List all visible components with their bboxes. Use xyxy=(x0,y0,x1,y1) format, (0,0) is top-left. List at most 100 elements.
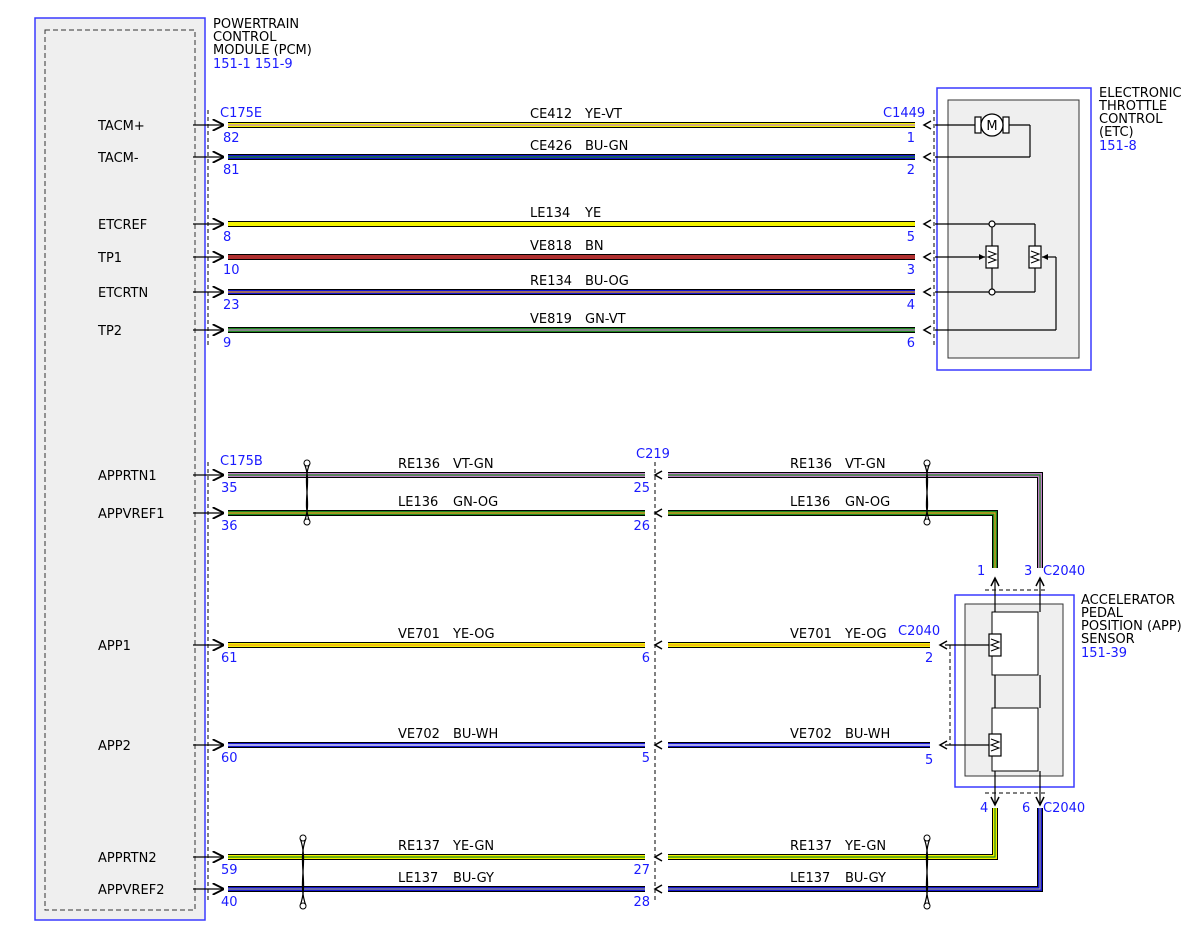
circuit-label-left: LE136 xyxy=(398,495,438,510)
connector-boundaries xyxy=(207,110,935,900)
etc-title-line-3: CONTROL xyxy=(1099,112,1163,127)
app-potentiometer-1 xyxy=(988,633,1002,657)
pcm-title-line-2: CONTROL xyxy=(213,30,277,45)
c219-arrow-4 xyxy=(653,852,663,862)
wire-re136 xyxy=(228,472,1043,568)
circuit-label-right: LE137 xyxy=(790,871,830,886)
app-title-line-2: PEDAL xyxy=(1081,606,1124,621)
etc-pin-number: 1 xyxy=(907,131,915,146)
c219-arrow-0 xyxy=(653,470,663,480)
color-code-label: YE xyxy=(584,206,601,221)
app-pin-arrow-6 xyxy=(1035,796,1045,807)
pcm-pin-number: 82 xyxy=(223,131,240,146)
circuit-label: CE426 xyxy=(530,139,572,154)
color-code-label: BU-OG xyxy=(585,274,629,289)
pcm-title-line-1: POWERTRAIN xyxy=(213,17,299,32)
circuit-label: LE134 xyxy=(530,206,570,221)
pcm-pin-number: 10 xyxy=(223,263,240,278)
signal-label-apprtn2: APPRTN2 xyxy=(98,851,157,866)
connector-labels: C175E C1449 C175B C219 C2040 C2040 C2040 xyxy=(220,106,1085,816)
pcm-title: POWERTRAIN CONTROL MODULE (PCM) 151-1 15… xyxy=(213,17,312,72)
pcm-pin-number: 81 xyxy=(223,163,240,178)
signal-label-app1: APP1 xyxy=(98,639,131,654)
color-code-label-right: BU-GY xyxy=(845,871,886,886)
c219-arrow-5 xyxy=(653,884,663,894)
color-code-label: GN-VT xyxy=(585,312,626,327)
etc-pin-number: 2 xyxy=(907,163,915,178)
circuit-label-right: RE137 xyxy=(790,839,832,854)
connector-c1449: C1449 xyxy=(883,106,925,121)
etc-internals xyxy=(935,124,1057,331)
color-code-label-right: GN-OG xyxy=(845,495,890,510)
circuit-label: VE819 xyxy=(530,312,572,327)
connector-c219: C219 xyxy=(636,447,670,462)
etc-junction-dots xyxy=(988,220,996,296)
app-title-line-3: POSITION (APP) xyxy=(1081,619,1182,634)
etc-pin-number: 4 xyxy=(907,298,915,313)
circuit-label: RE134 xyxy=(530,274,572,289)
c219-pin-number: 5 xyxy=(642,751,650,766)
app-title-line-1: ACCELERATOR xyxy=(1081,593,1175,608)
circuit-label-left: RE136 xyxy=(398,457,440,472)
connector-c2040-bottom: C2040 xyxy=(1043,801,1085,816)
twisted-pair-marker-4 xyxy=(923,834,931,910)
app-pin-arrow-5 xyxy=(938,740,948,750)
twisted-pair-marker-2 xyxy=(923,459,931,526)
wire-layer xyxy=(193,121,1045,910)
etc-pin-arrow-5 xyxy=(922,325,932,335)
etc-title: ELECTRONIC THROTTLE CONTROL (ETC) 151-8 xyxy=(1098,86,1182,154)
pcm-pin-number: 8 xyxy=(223,230,231,245)
motor-icon: M xyxy=(986,119,997,134)
pcm-pin-number: 59 xyxy=(221,863,238,878)
etc-pin-arrow-2 xyxy=(922,219,932,229)
connector-c175b: C175B xyxy=(220,454,263,469)
circuit-label-left: VE702 xyxy=(398,727,440,742)
circuit-label-left: RE137 xyxy=(398,839,440,854)
etc-title-line-2: THROTTLE xyxy=(1098,99,1167,114)
signal-label-tacm+: TACM+ xyxy=(97,119,145,134)
signal-label-tp2: TP2 xyxy=(97,324,122,339)
color-code-label: BN xyxy=(585,239,604,254)
app-pin-number: 2 xyxy=(925,651,933,666)
signal-label-appvref1: APPVREF1 xyxy=(98,507,164,522)
circuit-label: VE818 xyxy=(530,239,572,254)
pcm-pin-number: 35 xyxy=(221,481,238,496)
connector-c175e: C175E xyxy=(220,106,262,121)
circuit-label: CE412 xyxy=(530,107,572,122)
circuit-label-left: VE701 xyxy=(398,627,440,642)
wire-le136 xyxy=(228,510,998,568)
app-sensor-module xyxy=(954,594,1075,788)
circuit-label-right: VE701 xyxy=(790,627,832,642)
pcm-pin-number: 40 xyxy=(221,895,238,910)
signal-label-tacm-: TACM- xyxy=(97,151,139,166)
app-pin-number: 1 xyxy=(977,564,985,579)
app-pin-number: 5 xyxy=(925,753,933,768)
color-code-label-left: BU-GY xyxy=(453,871,494,886)
app-pin-arrow-4 xyxy=(990,796,1000,807)
etc-pin-arrow-1 xyxy=(922,152,932,162)
app-pin-number: 6 xyxy=(1022,801,1030,816)
app-internals xyxy=(945,578,1045,805)
signal-label-etcrtn: ETCRTN xyxy=(98,286,148,301)
color-code-label-right: VT-GN xyxy=(845,457,886,472)
signal-label-apprtn1: APPRTN1 xyxy=(98,469,157,484)
c219-pin-number: 27 xyxy=(633,863,650,878)
etc-pin-arrow-3 xyxy=(922,252,932,262)
twisted-pair-marker-3 xyxy=(299,834,307,910)
etc-potentiometer-2 xyxy=(1028,245,1048,269)
etc-pin-number: 5 xyxy=(907,230,915,245)
color-code-label: BU-GN xyxy=(585,139,628,154)
signal-label-appvref2: APPVREF2 xyxy=(98,883,164,898)
color-code-label-left: YE-OG xyxy=(452,627,495,642)
c219-arrow-1 xyxy=(653,508,663,518)
pcm-pin-number: 60 xyxy=(221,751,238,766)
etc-potentiometer-1 xyxy=(979,245,999,269)
color-code-label-right: BU-WH xyxy=(845,727,890,742)
color-code-label-left: VT-GN xyxy=(453,457,494,472)
color-code-label-left: BU-WH xyxy=(453,727,498,742)
etc-motor: M xyxy=(974,113,1010,137)
etc-pin-number: 6 xyxy=(907,336,915,351)
circuit-label-right: RE136 xyxy=(790,457,832,472)
circuit-label-right: LE136 xyxy=(790,495,830,510)
